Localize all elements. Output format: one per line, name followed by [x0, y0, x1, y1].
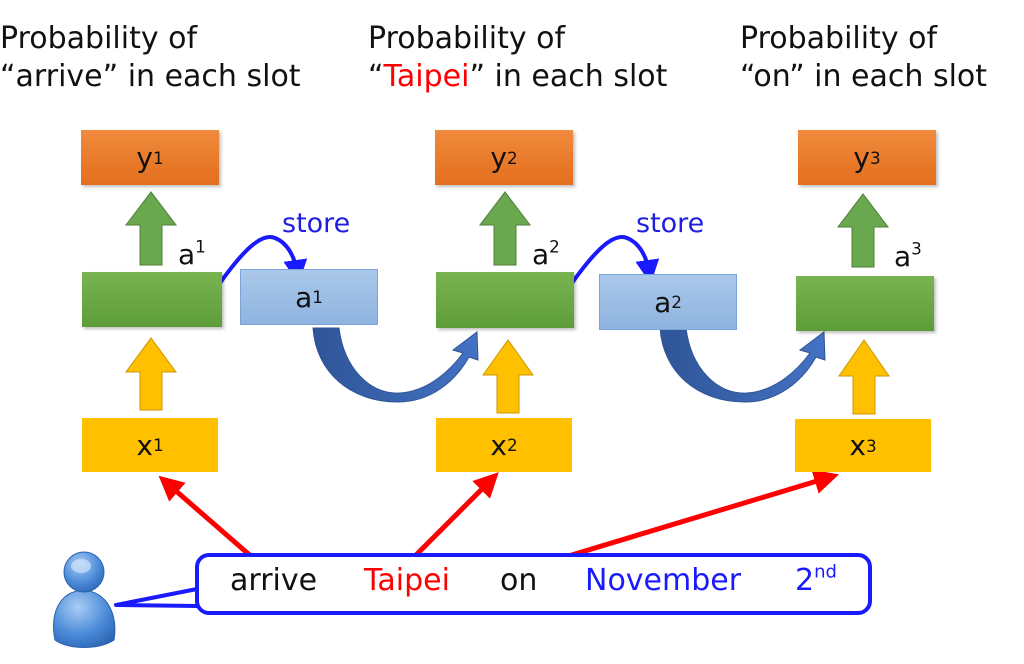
hidden-label-3: a3	[894, 238, 922, 273]
title-slot-2: Probability of “Taipei” in each slot	[368, 21, 668, 94]
title-slot-1: Probability of “arrive” in each slot	[0, 21, 301, 94]
speech-bubble	[195, 553, 872, 615]
up-arrow-hidden-to-output-2	[478, 191, 532, 266]
recurrent-arrow-2	[659, 327, 826, 403]
title-word: on	[753, 59, 790, 94]
up-arrow-hidden-to-output-1	[124, 191, 178, 266]
sentence-word-november: November	[585, 563, 742, 598]
hidden-box-3	[796, 276, 934, 331]
title-slot-3: Probability of “on” in each slot	[740, 21, 988, 94]
title-word: Taipei	[383, 59, 470, 94]
up-arrow-hidden-to-output-3	[836, 193, 890, 268]
sentence-word-on: on	[500, 563, 538, 598]
store-label-1: store	[282, 208, 351, 239]
sentence-word-arrive: arrive	[230, 563, 318, 598]
sentence-word-taipei: Taipei	[364, 563, 450, 598]
up-arrow-input-to-hidden-2	[482, 339, 534, 414]
up-arrow-input-to-hidden-1	[125, 337, 177, 411]
store-arrow-2	[570, 235, 660, 285]
user-icon	[53, 551, 116, 648]
sentence-word-2nd: 2nd	[795, 561, 837, 598]
hidden-box-2	[436, 272, 574, 328]
hidden-label-1: a1	[178, 236, 206, 271]
up-arrow-input-to-hidden-3	[838, 339, 890, 415]
store-arrow-1	[218, 235, 308, 285]
hidden-label-2: a2	[532, 236, 560, 271]
title-line1: Probability of	[0, 21, 198, 56]
recurrent-arrow-1	[312, 327, 479, 403]
title-word: arrive	[15, 59, 103, 94]
title-line1: Probability of	[740, 21, 938, 56]
hidden-box-1	[82, 272, 222, 327]
title-line1: Probability of	[368, 21, 566, 56]
speech-bubble-tail	[114, 587, 198, 608]
store-label-2: store	[636, 208, 705, 239]
